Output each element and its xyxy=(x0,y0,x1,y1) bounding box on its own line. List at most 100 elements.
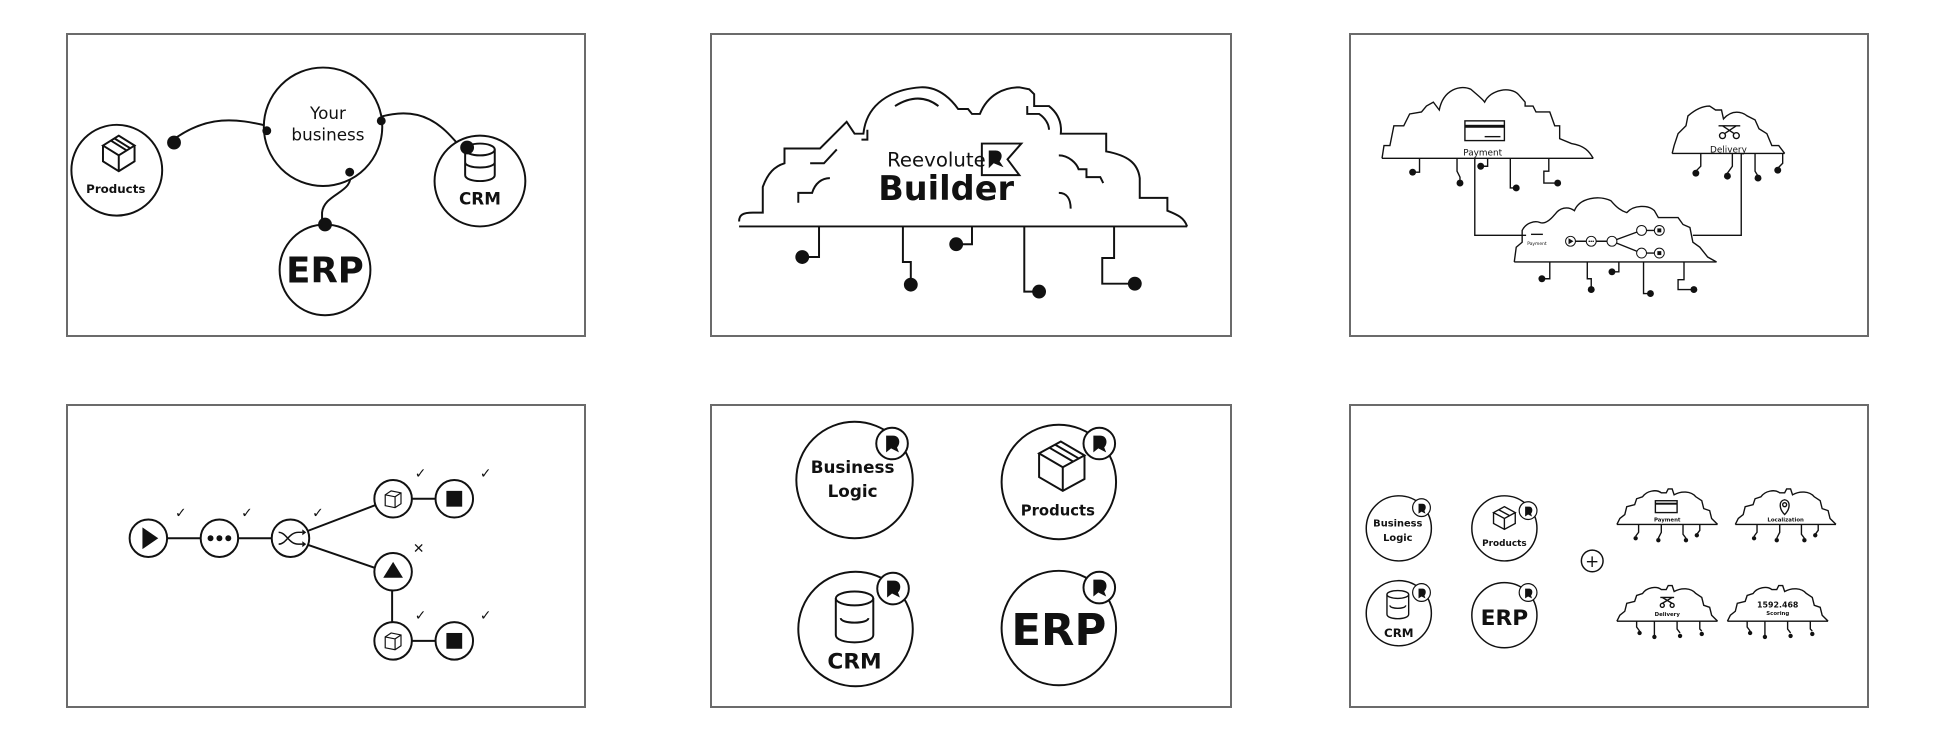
step-alert[interactable] xyxy=(373,552,413,592)
shuffle-icon xyxy=(278,531,303,545)
link-payment-workflow xyxy=(1474,158,1527,237)
service-delivery-label: Delivery xyxy=(1655,612,1681,618)
port-dot xyxy=(262,126,272,136)
status-check: ✓ xyxy=(415,608,427,624)
cloud-detail xyxy=(810,148,838,165)
module-business-logic[interactable]: Business Logic xyxy=(795,420,914,540)
module-erp[interactable]: ERP xyxy=(1000,569,1118,687)
cloud-payment-outline xyxy=(1381,86,1594,159)
service-scoring[interactable]: 1592.468 Scoring xyxy=(1726,584,1829,640)
step-lower-stop[interactable] xyxy=(434,621,475,661)
module-erp-label: ERP xyxy=(1481,606,1529,631)
your-business-line2: business xyxy=(291,125,364,145)
service-delivery[interactable]: Delivery xyxy=(1616,584,1719,640)
pin-dot xyxy=(949,237,964,252)
drone-icon xyxy=(1659,596,1675,609)
service-localization-label: Localization xyxy=(1767,517,1804,523)
pin-dot xyxy=(1032,284,1046,299)
node-your-business[interactable] xyxy=(262,66,384,187)
module-erp[interactable]: ERP xyxy=(1471,581,1538,649)
builder-cloud-diagram: Reevolute Builder xyxy=(738,86,1189,299)
reevolute-badge-icon xyxy=(1518,583,1538,602)
pin-dot xyxy=(1608,268,1616,276)
products-label: Products xyxy=(86,182,145,196)
module-crm[interactable]: CRM xyxy=(797,570,914,688)
module-business-logic-line2: Logic xyxy=(1383,533,1412,544)
pin-dot xyxy=(1774,166,1782,174)
modules-plus-services-diagram: Business Logic Products CRM ERP + xyxy=(1365,488,1837,649)
plus-icon: + xyxy=(1580,549,1604,573)
pin-dot xyxy=(1646,290,1654,298)
module-business-logic-line1: Business xyxy=(1373,518,1422,529)
box-icon xyxy=(101,134,137,173)
pin-line xyxy=(901,226,912,285)
ellipsis-icon xyxy=(207,535,232,542)
panel-workflow: ✓ ✓ ✓ ✓ ✓ ✕ xyxy=(66,404,586,708)
connector-crm xyxy=(380,112,460,147)
module-erp-label: ERP xyxy=(1011,606,1106,656)
status-check: ✓ xyxy=(480,466,492,482)
pin-line xyxy=(1101,226,1135,285)
module-business-logic[interactable]: Business Logic xyxy=(1365,495,1433,562)
pin-dot xyxy=(1690,286,1698,294)
plus-glyph: + xyxy=(1585,551,1599,571)
status-check: ✓ xyxy=(241,506,253,522)
database-icon xyxy=(834,590,875,644)
module-products[interactable]: Products xyxy=(1000,423,1118,541)
your-business-diagram: Your business Products CRM ERP xyxy=(70,66,527,317)
modules-diagram: Business Logic Products xyxy=(795,420,1118,688)
port-dot xyxy=(460,140,475,155)
triangle-icon xyxy=(383,561,403,578)
step-split[interactable] xyxy=(270,518,311,558)
panel-modules: Business Logic Products xyxy=(710,404,1232,708)
port-dot xyxy=(167,135,181,150)
cloud-workflow-outline xyxy=(1513,197,1717,263)
status-check: ✓ xyxy=(175,506,187,522)
cloud-detail xyxy=(1058,191,1072,209)
cube-icon xyxy=(384,632,402,651)
pin-dot xyxy=(795,250,810,264)
pin-dot xyxy=(1477,162,1485,170)
pin-line xyxy=(1023,226,1040,293)
service-localization[interactable]: Localization xyxy=(1734,488,1837,543)
step-start[interactable] xyxy=(128,518,169,558)
box-icon xyxy=(1492,505,1517,531)
service-payment-label: Payment xyxy=(1654,517,1681,523)
panel-your-business: Your business Products CRM ERP xyxy=(66,33,586,337)
cloud-detail xyxy=(1058,154,1105,184)
module-business-logic-line1: Business xyxy=(811,457,895,477)
module-crm[interactable]: CRM xyxy=(1365,579,1433,647)
reevolute-badge-icon xyxy=(876,571,910,606)
port-dot xyxy=(376,116,386,126)
step-upper-stop[interactable] xyxy=(434,479,475,519)
step-upper-box[interactable] xyxy=(373,479,413,519)
cloud-workflow-label: Payment xyxy=(1527,241,1547,247)
cloud-detail xyxy=(894,97,940,107)
database-icon xyxy=(1386,589,1410,600)
stop-icon xyxy=(446,632,463,649)
service-payment[interactable]: Payment xyxy=(1616,488,1719,543)
status-check: ✓ xyxy=(415,466,427,482)
port-dot xyxy=(318,217,332,232)
credit-card-icon xyxy=(1464,120,1506,142)
crm-label: CRM xyxy=(459,189,501,209)
module-products[interactable]: Products xyxy=(1471,495,1538,562)
reevolute-badge-icon xyxy=(1518,501,1538,521)
step-process[interactable] xyxy=(199,518,240,558)
cloud-delivery-outline xyxy=(1671,105,1786,154)
service-scoring-value: 1592.468 xyxy=(1757,600,1798,609)
module-crm-label: CRM xyxy=(827,650,881,675)
box-icon xyxy=(1037,440,1087,493)
pin-dot xyxy=(903,277,918,292)
pin-dot xyxy=(1456,179,1464,187)
your-business-line1: Your xyxy=(309,103,346,123)
link-delivery-workflow xyxy=(1692,153,1742,237)
step-lower-box[interactable] xyxy=(373,621,413,661)
pin-dot xyxy=(1692,169,1700,177)
connector-products xyxy=(171,119,268,142)
module-crm-label: CRM xyxy=(1384,626,1414,640)
credit-card-icon xyxy=(1654,500,1678,514)
pin-dot xyxy=(1554,179,1562,187)
reevolute-badge-icon xyxy=(1412,583,1431,602)
pin-dot xyxy=(1409,168,1417,176)
